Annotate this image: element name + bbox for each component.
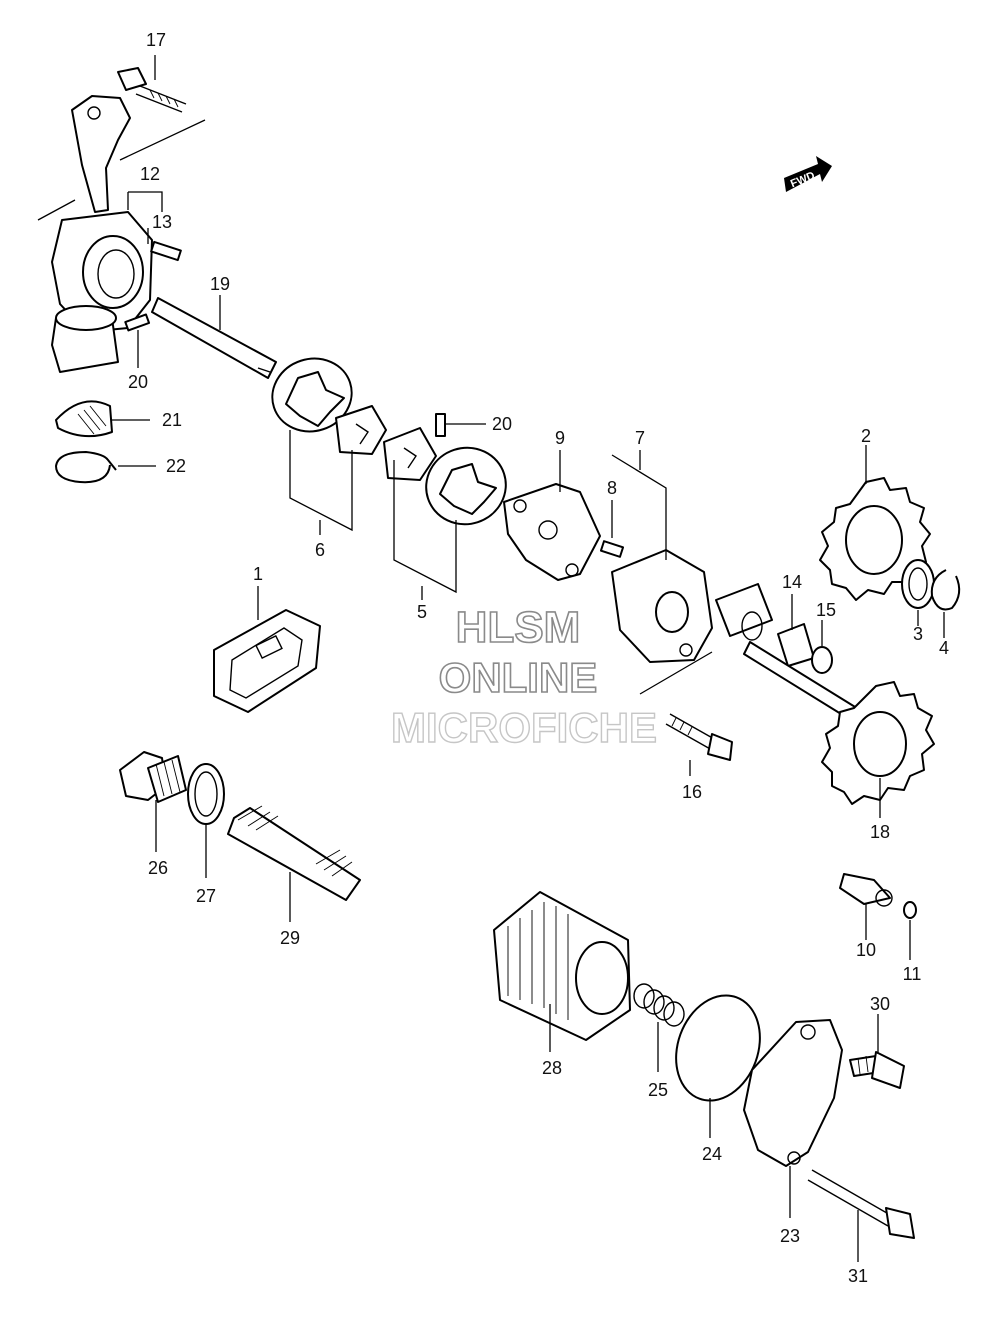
callout-25[interactable]: 25 bbox=[648, 1080, 668, 1100]
pump-housing[interactable] bbox=[51, 95, 153, 373]
spacer-14[interactable] bbox=[777, 623, 815, 667]
bolt-17[interactable] bbox=[117, 67, 187, 113]
callout-28[interactable]: 28 bbox=[542, 1058, 562, 1078]
callout-24[interactable]: 24 bbox=[702, 1144, 722, 1164]
strainer-cap-21[interactable] bbox=[55, 400, 113, 438]
callout-13[interactable]: 13 bbox=[152, 212, 172, 232]
gasket-1[interactable] bbox=[213, 609, 321, 713]
callout-7[interactable]: 7 bbox=[635, 428, 645, 448]
bolt-30[interactable] bbox=[849, 1051, 905, 1089]
fwd-text: FWD bbox=[789, 170, 817, 191]
callout-10[interactable]: 10 bbox=[856, 940, 876, 960]
filter-cover-23[interactable] bbox=[743, 1019, 843, 1167]
callout-17[interactable]: 17 bbox=[146, 30, 166, 50]
dowel-pin-8[interactable] bbox=[599, 540, 625, 558]
callout-18[interactable]: 18 bbox=[870, 822, 890, 842]
bolt-31[interactable] bbox=[807, 1169, 915, 1239]
outer-rotor-5[interactable] bbox=[416, 437, 516, 534]
watermark-line3: MICROFICHE bbox=[391, 704, 657, 751]
outer-rotor-6[interactable] bbox=[263, 348, 361, 441]
callout-30[interactable]: 30 bbox=[870, 994, 890, 1014]
circlip-4[interactable] bbox=[930, 569, 961, 611]
o-ring-15[interactable] bbox=[811, 646, 833, 674]
callout-4[interactable]: 4 bbox=[939, 638, 949, 658]
dowel-pin-13[interactable] bbox=[150, 240, 182, 262]
watermark-line1: HLSM bbox=[456, 603, 581, 652]
spring-25[interactable] bbox=[633, 983, 685, 1027]
callout-22[interactable]: 22 bbox=[166, 456, 186, 476]
drain-plug-26[interactable] bbox=[119, 751, 187, 803]
washer-27[interactable] bbox=[187, 763, 225, 825]
callout-23[interactable]: 23 bbox=[780, 1226, 800, 1246]
callout-2[interactable]: 2 bbox=[861, 426, 871, 446]
watermark-line2: ONLINE bbox=[439, 654, 598, 701]
gear-2[interactable] bbox=[819, 477, 931, 601]
callout-labels: 1 2 3 4 5 6 7 8 9 10 11 12 13 14 15 16 1… bbox=[128, 30, 949, 1286]
callout-12[interactable]: 12 bbox=[140, 164, 160, 184]
callout-29[interactable]: 29 bbox=[280, 928, 300, 948]
plug-10[interactable] bbox=[839, 873, 893, 907]
fwd-badge: FWD bbox=[784, 156, 832, 192]
callout-20-left[interactable]: 20 bbox=[128, 372, 148, 392]
callout-27[interactable]: 27 bbox=[196, 886, 216, 906]
gear-18[interactable] bbox=[821, 681, 935, 805]
callout-5[interactable]: 5 bbox=[417, 602, 427, 622]
callout-6[interactable]: 6 bbox=[315, 540, 325, 560]
bushing[interactable] bbox=[715, 583, 773, 641]
inner-rotor-6[interactable] bbox=[335, 405, 387, 455]
pump-body-7[interactable] bbox=[611, 549, 713, 663]
washer-3[interactable] bbox=[901, 559, 935, 609]
pump-shaft-19[interactable] bbox=[151, 297, 277, 379]
callout-9[interactable]: 9 bbox=[555, 428, 565, 448]
callout-26[interactable]: 26 bbox=[148, 858, 168, 878]
pin-20-left[interactable] bbox=[124, 313, 151, 332]
pin-20-mid[interactable] bbox=[435, 413, 446, 437]
callout-8[interactable]: 8 bbox=[607, 478, 617, 498]
oil-strainer-29[interactable] bbox=[227, 805, 361, 901]
o-ring-11[interactable] bbox=[903, 901, 917, 919]
callout-21[interactable]: 21 bbox=[162, 410, 182, 430]
pump-plate-9[interactable] bbox=[503, 483, 601, 581]
inner-rotor-5[interactable] bbox=[383, 427, 437, 481]
watermark: HLSM ONLINE MICROFICHE bbox=[390, 602, 657, 752]
callout-1[interactable]: 1 bbox=[253, 564, 263, 584]
callout-14[interactable]: 14 bbox=[782, 572, 802, 592]
callout-3[interactable]: 3 bbox=[913, 624, 923, 644]
oil-filter-28[interactable] bbox=[493, 891, 631, 1041]
callout-19[interactable]: 19 bbox=[210, 274, 230, 294]
callout-20-mid[interactable]: 20 bbox=[492, 414, 512, 434]
callout-16[interactable]: 16 bbox=[682, 782, 702, 802]
callout-15[interactable]: 15 bbox=[816, 600, 836, 620]
bolt-16[interactable] bbox=[665, 713, 733, 761]
callout-11[interactable]: 11 bbox=[903, 964, 922, 984]
callout-31[interactable]: 31 bbox=[848, 1266, 868, 1286]
o-ring-24[interactable] bbox=[662, 984, 774, 1113]
circlip-22[interactable] bbox=[55, 451, 117, 484]
